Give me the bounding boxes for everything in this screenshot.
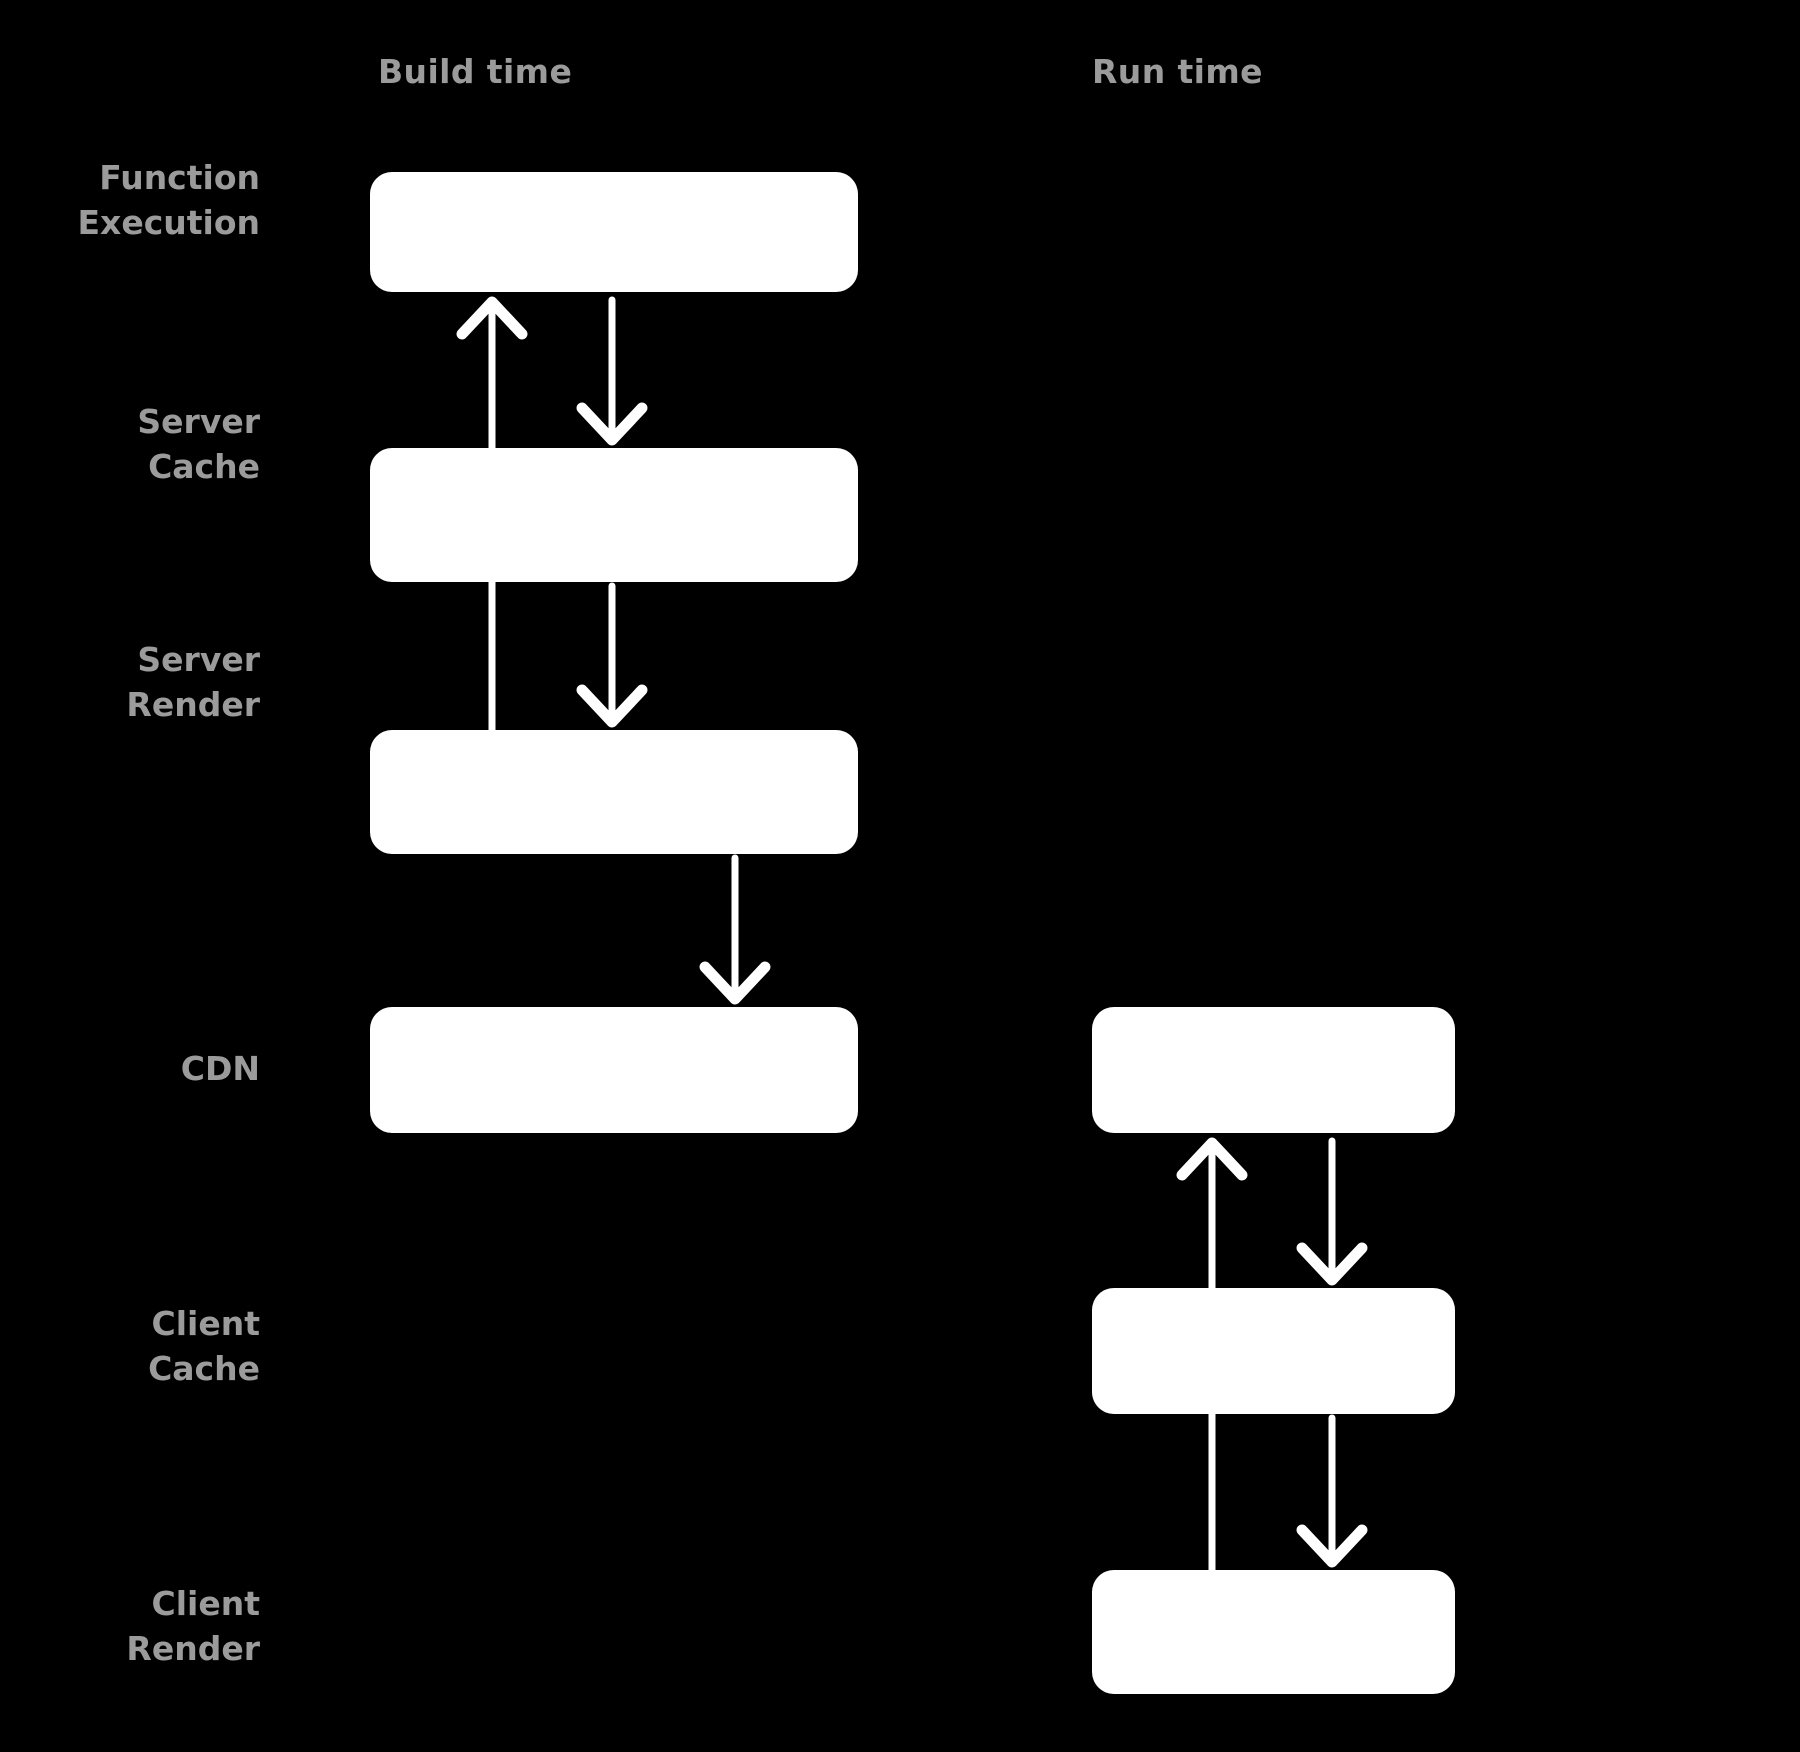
arrow-build-server-cache-to-server-render (576, 582, 648, 728)
node-build-server-cache[interactable] (370, 448, 858, 582)
row-label-server-render: Server Render (126, 640, 260, 724)
node-build-function-execution[interactable] (370, 172, 858, 292)
node-run-client-cache[interactable] (1092, 1288, 1455, 1414)
arrow-run-cdn-to-client-cache (1296, 1137, 1368, 1286)
arrow-build-server-render-to-cdn (699, 854, 771, 1005)
node-build-server-render[interactable] (370, 730, 858, 854)
column-header-build-time: Build time (378, 52, 573, 91)
row-label-client-cache: Client Cache (148, 1304, 260, 1388)
node-build-cdn[interactable] (370, 1007, 858, 1133)
row-label-client-render: Client Render (126, 1584, 260, 1668)
row-label-cdn: CDN (180, 1049, 260, 1088)
arrow-run-client-cache-to-client-render (1296, 1414, 1368, 1568)
row-label-server-cache: Server Cache (137, 402, 260, 486)
arrow-build-function-execution-to-server-cache (576, 296, 648, 446)
row-label-function-execution: Function Execution (77, 158, 260, 242)
node-run-client-render[interactable] (1092, 1570, 1455, 1694)
column-header-run-time: Run time (1092, 52, 1263, 91)
node-run-cdn[interactable] (1092, 1007, 1455, 1133)
